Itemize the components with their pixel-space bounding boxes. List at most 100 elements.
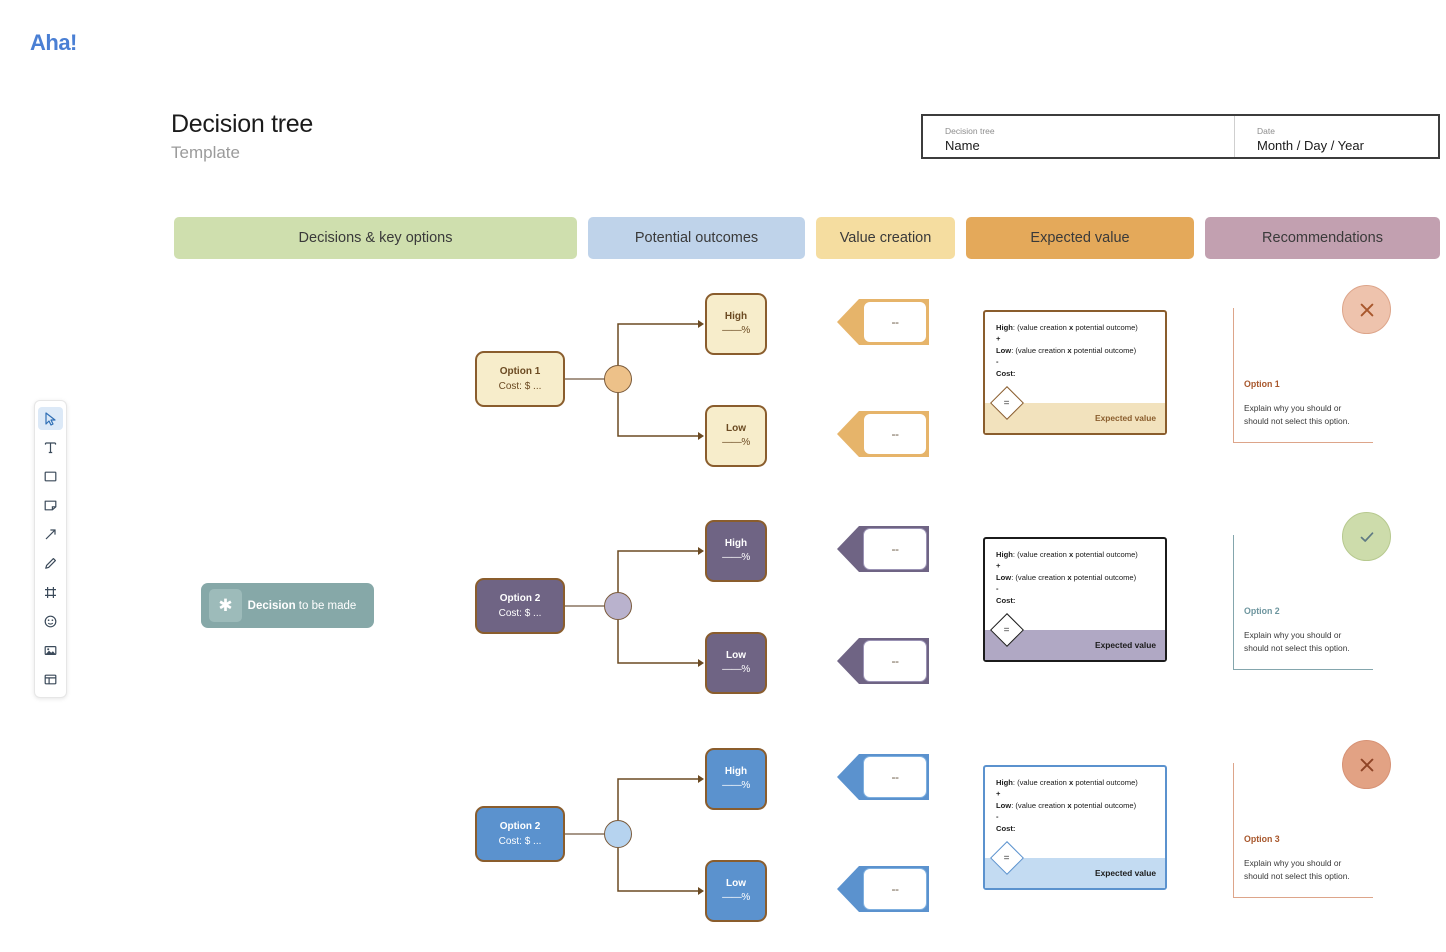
expected-value-plus: + <box>996 788 1154 799</box>
option-node-title: Option 2 <box>499 593 541 604</box>
template-tool[interactable] <box>38 668 63 691</box>
expected-value-cost: Cost: <box>996 595 1154 606</box>
value-creation-card[interactable]: -- <box>863 868 927 910</box>
check-icon[interactable] <box>1342 512 1391 561</box>
outcome-percent: ——% <box>722 664 750 675</box>
expected-value-box[interactable]: High: (value creation x potential outcom… <box>983 765 1167 890</box>
branch-junction[interactable] <box>604 365 632 393</box>
column-header-0[interactable]: Decisions & key options <box>174 217 577 259</box>
connector-junction-to-outcome-high <box>617 778 698 820</box>
column-header-3[interactable]: Expected value <box>966 217 1194 259</box>
value-creation-card[interactable]: -- <box>863 756 927 798</box>
column-header-1[interactable]: Potential outcomes <box>588 217 805 259</box>
column-header-4[interactable]: Recommendations <box>1205 217 1440 259</box>
expected-value-footer-label: Expected value <box>1095 413 1156 423</box>
expected-value-low-line-bold: Low <box>996 572 1012 582</box>
expected-value-low-line-rest: : (value creation <box>1011 800 1068 810</box>
decision-pill-rest: to be made <box>295 599 357 612</box>
expected-value-body: High: (value creation x potential outcom… <box>985 312 1165 379</box>
outcome-node-low[interactable]: Low——% <box>705 405 767 467</box>
expected-value-footer-label: Expected value <box>1095 868 1156 878</box>
arrow-icon <box>44 528 57 541</box>
close-icon[interactable] <box>1342 285 1391 334</box>
expected-value-low-line: Low: (value creation x potential outcome… <box>996 800 1154 811</box>
recommendation-option-label: Option 2 <box>1244 606 1280 616</box>
connector-junction-to-outcome-low <box>617 393 698 437</box>
sticky-note-tool[interactable] <box>38 494 63 517</box>
expected-value-body: High: (value creation x potential outcom… <box>985 767 1165 834</box>
expected-value-high-line-tail: potential outcome) <box>1073 323 1138 332</box>
shape-tool[interactable] <box>38 465 63 488</box>
expected-value-footer: Expected value <box>985 403 1165 433</box>
expected-value-high-line: High: (value creation x potential outcom… <box>996 549 1154 560</box>
image-icon <box>44 644 57 657</box>
value-creation-shape-low[interactable]: -- <box>837 638 929 684</box>
pencil-icon <box>44 557 57 570</box>
value-creation-shape-low[interactable]: -- <box>837 866 929 912</box>
value-creation-shape-high[interactable]: -- <box>837 754 929 800</box>
value-creation-shape-high[interactable]: -- <box>837 526 929 572</box>
draw-tool[interactable] <box>38 552 63 575</box>
outcome-node-low[interactable]: Low——% <box>705 860 767 922</box>
column-header-2[interactable]: Value creation <box>816 217 955 259</box>
expected-value-minus-sign: - <box>996 812 999 822</box>
outcome-node-low[interactable]: Low——% <box>705 632 767 694</box>
aha-logo[interactable]: Aha! <box>30 30 77 55</box>
image-tool[interactable] <box>38 639 63 662</box>
outcome-label: Low <box>726 423 746 434</box>
cursor-icon <box>44 411 57 426</box>
connector-tool[interactable] <box>38 523 63 546</box>
value-creation-shape-high[interactable]: -- <box>837 299 929 345</box>
decision-to-be-made-card[interactable]: ✱ Decision to be made <box>201 583 374 628</box>
outcome-node-high[interactable]: High——% <box>705 520 767 582</box>
value-creation-card[interactable]: -- <box>863 528 927 570</box>
branch-junction[interactable] <box>604 592 632 620</box>
expected-value-box[interactable]: High: (value creation x potential outcom… <box>983 537 1167 662</box>
expected-value-high-line-x: x <box>1069 323 1074 332</box>
connector-arrowhead <box>698 547 704 555</box>
connector-junction-to-outcome-low <box>617 848 698 892</box>
layout-icon <box>44 673 57 686</box>
expected-value-high-line-rest: : (value creation <box>1012 550 1070 559</box>
value-creation-card[interactable]: -- <box>863 640 927 682</box>
expected-value-box[interactable]: High: (value creation x potential outcom… <box>983 310 1167 435</box>
text-tool[interactable] <box>38 436 63 459</box>
emoji-tool[interactable] <box>38 610 63 633</box>
expected-value-minus-sign: - <box>996 584 999 594</box>
frame-tool[interactable] <box>38 581 63 604</box>
expected-value-low-line-tail: potential outcome) <box>1071 572 1137 582</box>
value-creation-shape-low[interactable]: -- <box>837 411 929 457</box>
value-creation-card[interactable]: -- <box>863 301 927 343</box>
expected-value-low-line-bold: Low <box>996 800 1012 810</box>
expected-value-cost: Cost: <box>996 368 1154 379</box>
expected-value-high-line-bold: High <box>996 323 1013 332</box>
option-node[interactable]: Option 2 Cost: $ ... <box>475 578 565 634</box>
expected-value-high-line-bold: High <box>996 778 1013 787</box>
meta-name-value: Name <box>945 138 980 153</box>
value-creation-card[interactable]: -- <box>863 413 927 455</box>
frame-icon <box>44 586 57 599</box>
meta-name-cell[interactable]: Decision tree Name <box>923 116 1235 157</box>
column-header-label: Potential outcomes <box>634 230 759 246</box>
outcome-node-high[interactable]: High——% <box>705 293 767 355</box>
asterisk-icon: ✱ <box>209 589 242 622</box>
outcome-node-high[interactable]: High——% <box>705 748 767 810</box>
connector-arrowhead <box>698 659 704 667</box>
option-node-cost: Cost: $ ... <box>498 608 542 619</box>
branch-junction[interactable] <box>604 820 632 848</box>
page-title: Decision tree <box>171 110 313 138</box>
outcome-label: High <box>724 538 748 549</box>
close-icon[interactable] <box>1342 740 1391 789</box>
expected-value-minus: - <box>996 583 1154 594</box>
meta-date-cell[interactable]: Date Month / Day / Year <box>1235 116 1438 157</box>
connector-junction-to-outcome-high <box>617 550 698 592</box>
sticky-note-icon <box>44 499 57 512</box>
connector-arrowhead <box>698 775 704 783</box>
recommendation-text: Explain why you should or should not sel… <box>1244 403 1350 426</box>
select-tool[interactable] <box>38 407 63 430</box>
